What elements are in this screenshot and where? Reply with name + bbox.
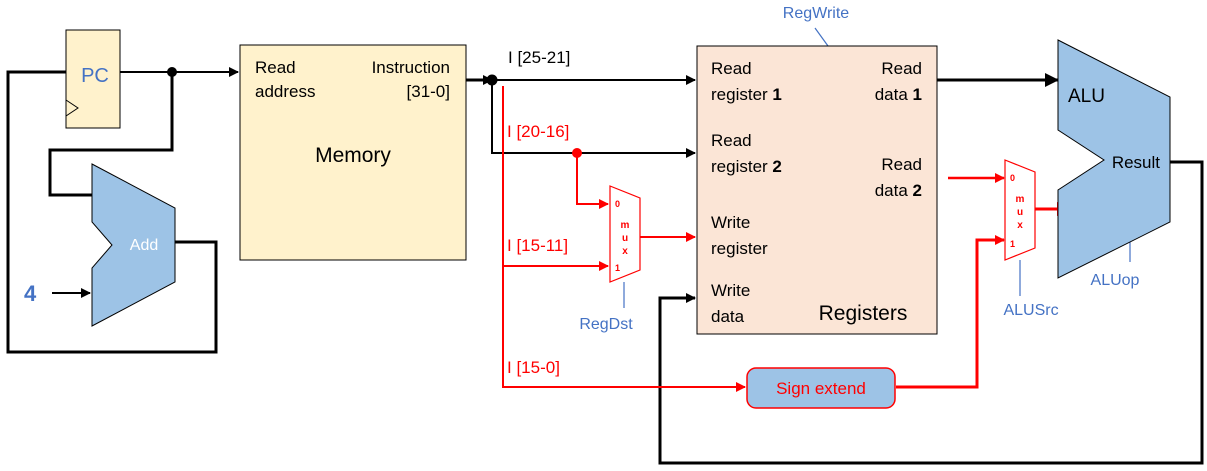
mem-address-label: address <box>255 82 315 101</box>
memory-title: Memory <box>315 144 391 167</box>
regdst-label: RegDst <box>579 316 633 333</box>
instruction-memory: Read address Instruction [31-0] Memory <box>239 44 467 261</box>
adder-label: Add <box>130 237 158 254</box>
sign-extend-label: Sign extend <box>776 379 866 398</box>
readdata2-line-a: Read <box>881 155 922 174</box>
mux1-u: u <box>622 233 628 244</box>
readdata2-num: 2 <box>913 181 922 200</box>
readdata1-text: data <box>875 85 913 104</box>
readreg1-line-a: Read <box>711 59 752 78</box>
readreg2-num: 2 <box>772 157 781 176</box>
adder: Add <box>91 163 176 327</box>
mem-bits-label: [31-0] <box>407 82 450 101</box>
alu: ALU Result <box>1057 39 1171 279</box>
readreg2-line-a: Read <box>711 131 752 150</box>
mux2-in1: 1 <box>1010 239 1015 249</box>
mux1-x: x <box>622 246 628 257</box>
aluop-label: ALUop <box>1091 272 1140 289</box>
readreg1-num: 1 <box>772 85 781 104</box>
regwrite-line <box>814 27 829 47</box>
mux1-in0: 0 <box>615 199 620 209</box>
writereg-line-b: register <box>711 239 768 258</box>
readreg2-text: register <box>711 157 772 176</box>
wire-adder-to-pc <box>6 70 218 354</box>
red-wires <box>502 86 1071 392</box>
mem-read-label: Read <box>255 58 296 77</box>
wire-rt-to-readreg2 <box>491 80 696 158</box>
readdata1-line-b: data 1 <box>875 85 922 104</box>
readreg1-line-b: register 1 <box>711 85 782 104</box>
pc-register: PC <box>65 29 121 129</box>
regwrite-label: RegWrite <box>783 5 849 22</box>
mux-regdst: 0 m u x 1 <box>609 185 641 283</box>
writereg-line-a: Write <box>711 213 750 232</box>
readdata2-text: data <box>875 181 913 200</box>
readdata2-line-b: data 2 <box>875 181 922 200</box>
junction-rt <box>572 148 582 158</box>
junction-instruction <box>486 74 498 86</box>
writedata-line-a: Write <box>711 281 750 300</box>
mux1-m: m <box>621 220 630 231</box>
register-file: Read register 1 Read register 2 Write re… <box>696 45 938 335</box>
clock-triangle-icon <box>65 99 79 117</box>
junction-pc <box>167 67 177 77</box>
wire-result-to-writedata <box>658 160 1204 465</box>
mux1-in1: 1 <box>615 263 620 273</box>
mem-instruction-label: Instruction <box>372 58 450 77</box>
alu-result-label: Result <box>1112 153 1160 172</box>
readdata1-num: 1 <box>913 85 922 104</box>
field-imm-label: I [15-0] <box>507 358 560 377</box>
wire-red-bus <box>502 86 746 392</box>
field-rt-label: I [20-16] <box>507 122 569 141</box>
writedata-line-b: data <box>711 307 745 326</box>
alu-label: ALU <box>1068 86 1105 107</box>
readdata1-line-a: Read <box>881 59 922 78</box>
wire-signext-to-mux1 <box>896 235 1005 389</box>
mux2-u: u <box>1017 207 1023 218</box>
field-rs-label: I [25-21] <box>508 48 570 67</box>
wire-pc-to-adder <box>48 72 174 197</box>
mux2-x: x <box>1017 220 1023 231</box>
registers-title: Registers <box>819 302 908 325</box>
black-wires <box>6 67 1204 465</box>
mux2-in0: 0 <box>1010 173 1015 183</box>
pc-label: PC <box>81 65 109 87</box>
alusrc-label: ALUSrc <box>1003 302 1058 319</box>
field-rd-label: I [15-11] <box>507 236 568 255</box>
mux2-m: m <box>1016 194 1025 205</box>
wire-rt-to-mux0 <box>576 153 609 209</box>
constant-four: 4 <box>24 281 37 306</box>
readreg1-text: register <box>711 85 772 104</box>
sign-extend-unit: Sign extend <box>746 367 896 409</box>
mux-alusrc: 0 m u x 1 <box>1004 159 1036 261</box>
readreg2-line-b: register 2 <box>711 157 782 176</box>
